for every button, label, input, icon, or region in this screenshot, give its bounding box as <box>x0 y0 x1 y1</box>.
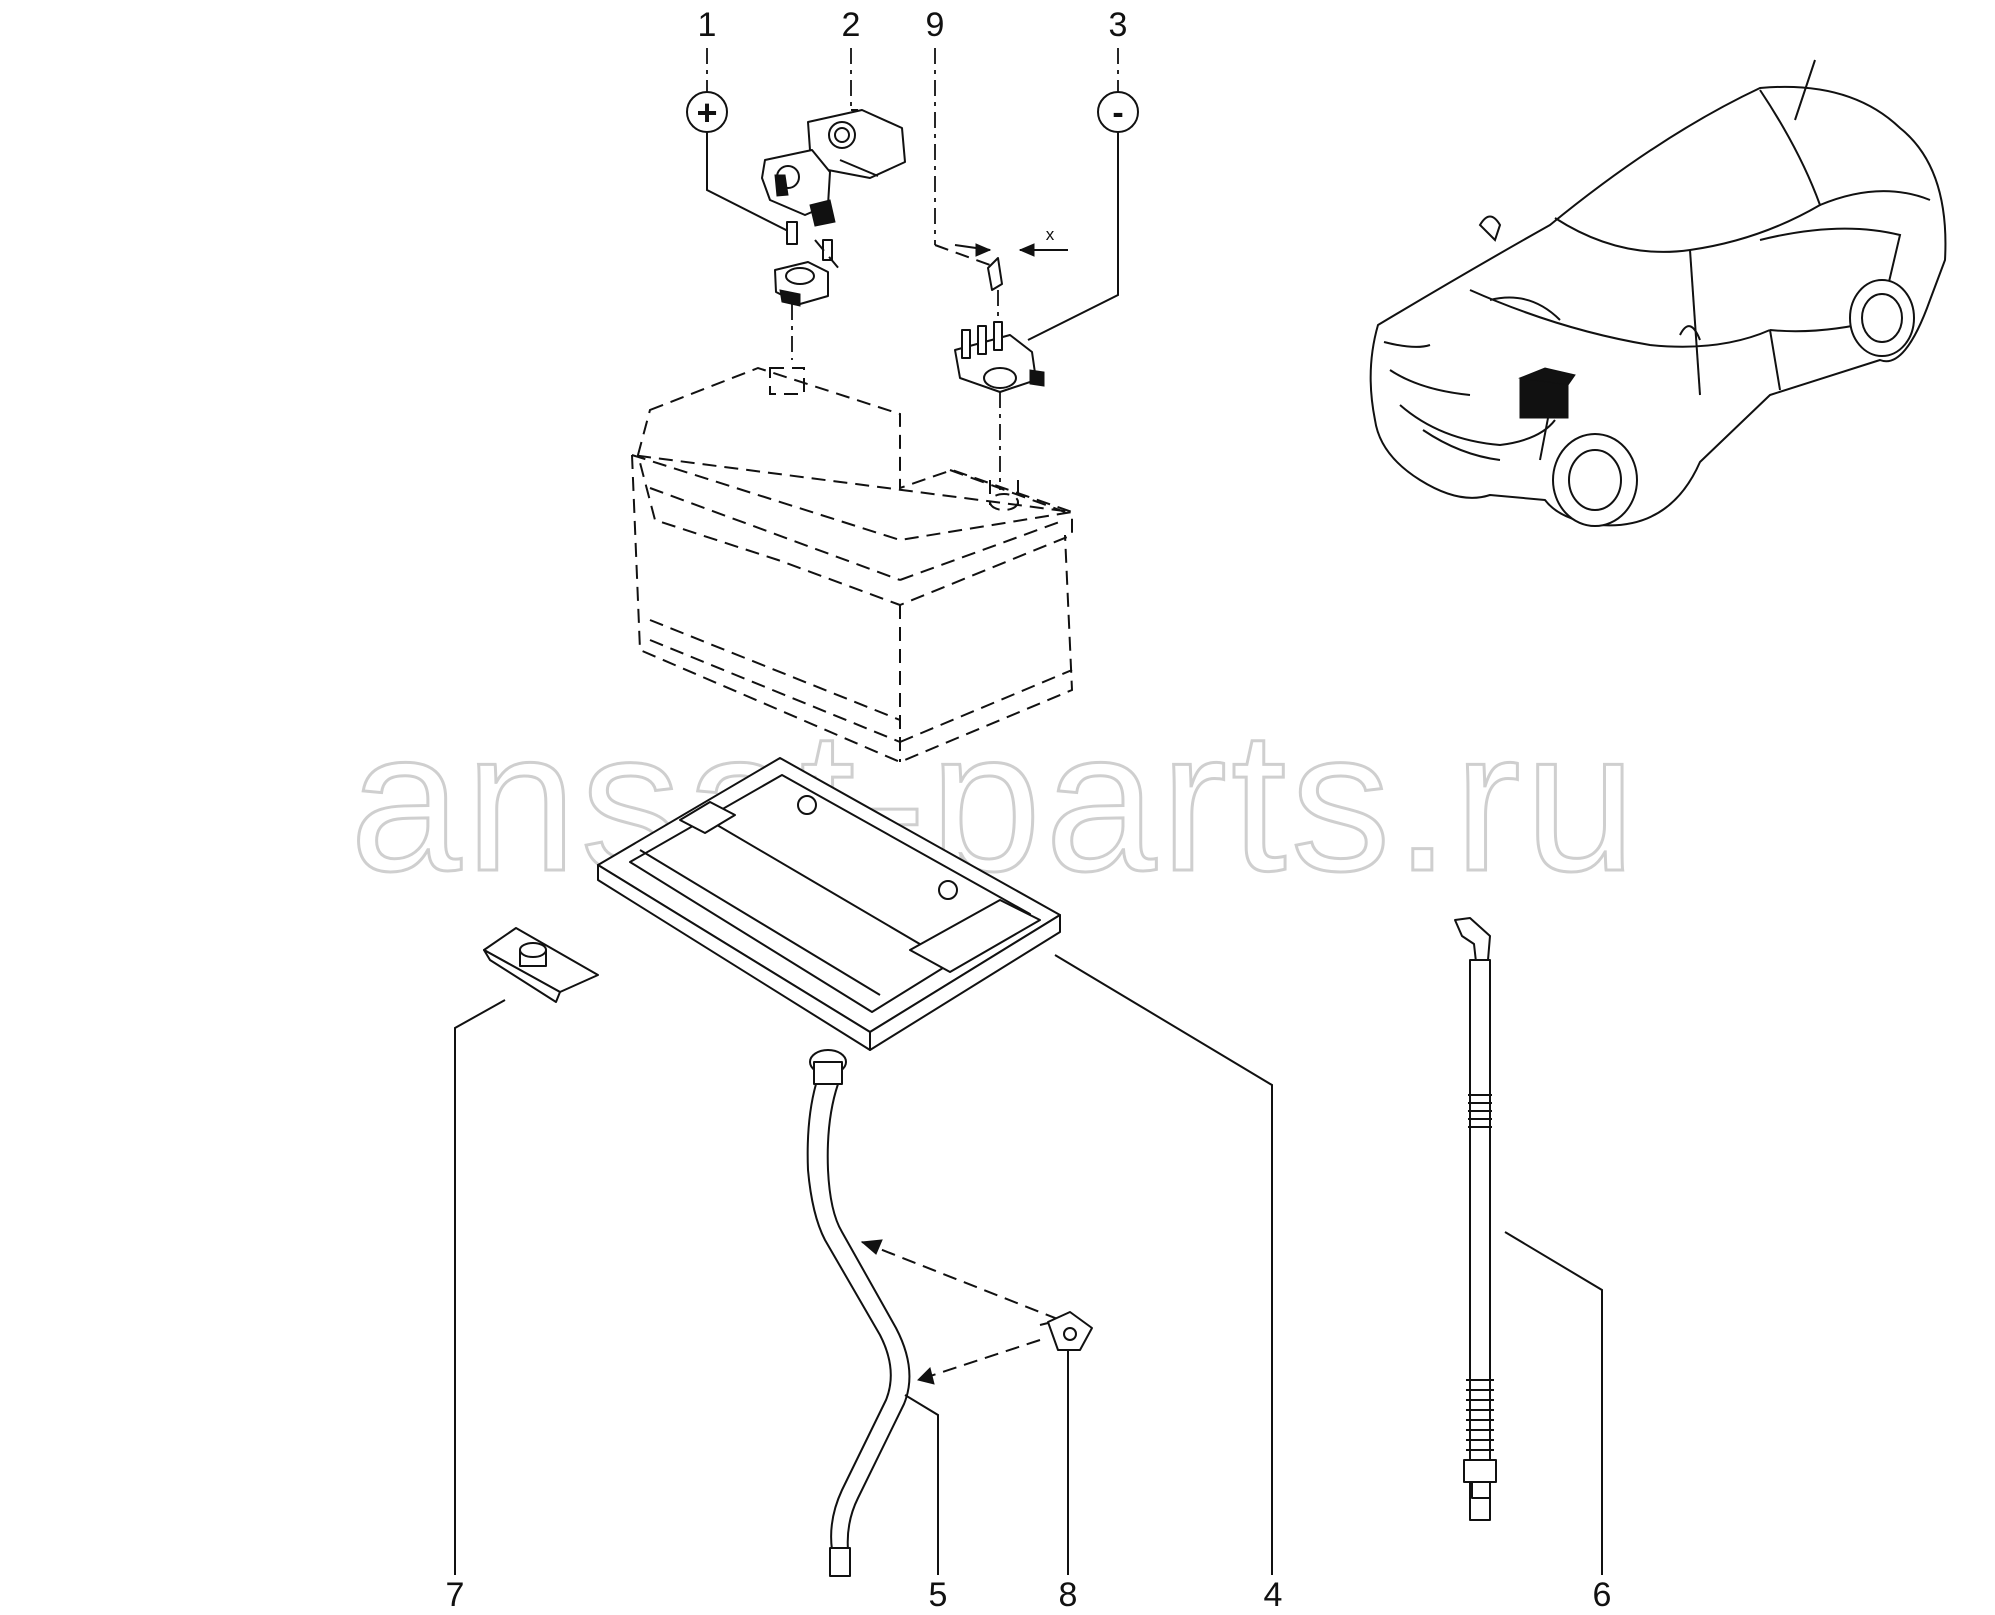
callout-8: 8 <box>1059 1576 1078 1614</box>
battery-phantom <box>631 366 1074 764</box>
hold-down-rod <box>1454 917 1603 1575</box>
dimension-x: x <box>1046 225 1055 244</box>
battery-location-marker <box>1518 367 1576 461</box>
top-leader-lines <box>706 48 1119 245</box>
plus-sign: + <box>696 92 717 133</box>
vehicle-location-inset <box>1369 59 1947 527</box>
hose-clip <box>860 1239 1093 1575</box>
callout-7: 7 <box>446 1576 465 1614</box>
terminal-bolt: x <box>934 225 1068 320</box>
callout-1: 1 <box>698 6 717 44</box>
hold-down-clamp <box>454 927 599 1575</box>
negative-terminal-clamp <box>954 321 1045 490</box>
terminal-fuse-block <box>761 109 906 227</box>
battery-tray <box>597 757 1273 1575</box>
vent-hose <box>806 1049 939 1577</box>
negative-terminal-symbol: - <box>1027 91 1139 341</box>
positive-terminal-symbol: + <box>686 91 791 233</box>
callout-2: 2 <box>842 6 861 44</box>
callout-numbers: 1 2 9 3 7 5 8 4 6 <box>446 6 1612 1614</box>
callout-6: 6 <box>1593 1576 1612 1614</box>
rod-thread-top <box>1468 1094 1492 1128</box>
callout-4: 4 <box>1264 1576 1283 1614</box>
callout-3: 3 <box>1109 6 1128 44</box>
callout-5: 5 <box>929 1576 948 1614</box>
minus-sign: - <box>1112 94 1123 132</box>
positive-terminal-clamp <box>774 221 841 360</box>
callout-9: 9 <box>926 6 945 44</box>
